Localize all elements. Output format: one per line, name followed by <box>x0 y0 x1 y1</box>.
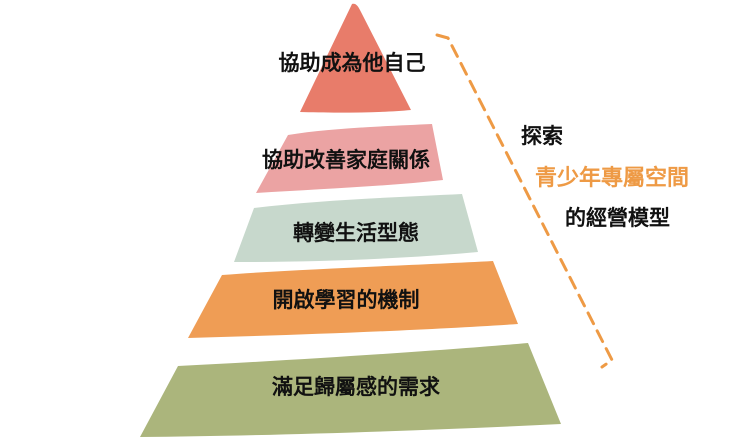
tier-label-top: 協助成為他自己 <box>279 51 426 75</box>
dashed-bracket <box>435 33 614 369</box>
side-note-line-3: 的經營模型 <box>565 206 670 230</box>
tier-label-3: 轉變生活型態 <box>293 221 419 245</box>
pyramid-tier-top <box>300 3 411 113</box>
pyramid-tier-bottom <box>140 343 561 437</box>
pyramid-tier-3 <box>234 194 478 262</box>
tier-label-2: 協助改善家庭關係 <box>262 148 430 172</box>
side-note-line-1: 探索 <box>521 124 563 148</box>
pyramid-tier-2 <box>256 124 443 193</box>
tier-label-bottom: 滿足歸屬感的需求 <box>272 375 440 399</box>
pyramid-tier-4 <box>188 261 518 338</box>
side-note-highlight: 青少年專屬空間 <box>535 166 690 191</box>
tier-label-4: 開啟學習的機制 <box>273 288 420 312</box>
